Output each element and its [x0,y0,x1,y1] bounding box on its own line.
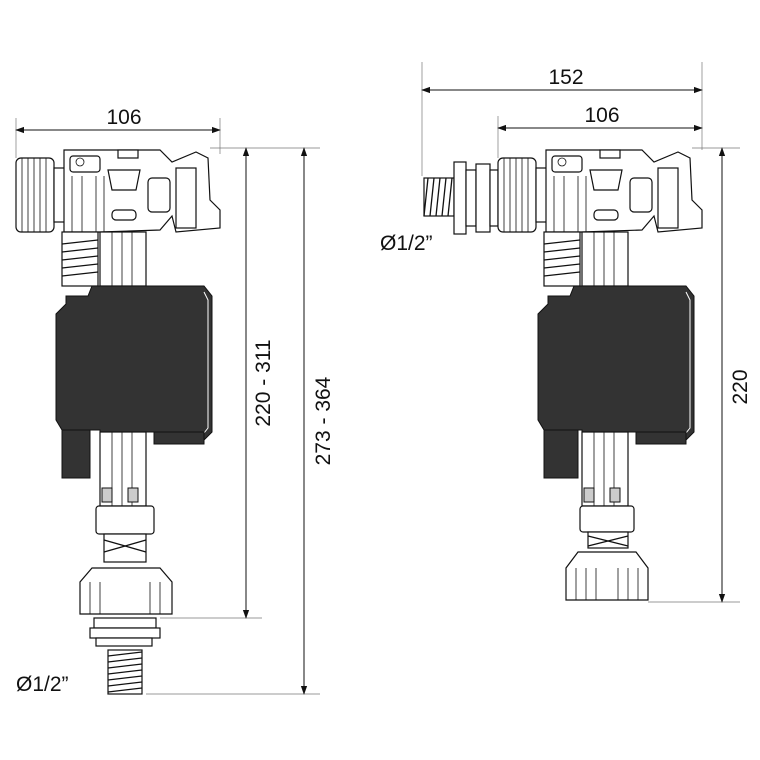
right-valve-lower-stem [565,431,649,601]
left-total-range-label: 273 - 364 [312,376,335,465]
left-valve-float [55,285,213,479]
left-width-label: 106 [106,106,141,129]
left-valve-head [15,149,221,233]
left-height-range-dimension [160,147,262,619]
right-valve-float [537,285,695,479]
right-thread-label: Ø1/2” [380,232,433,255]
left-height-range-label: 220 - 311 [252,339,275,426]
right-valve-head [497,149,703,233]
right-body-width-label: 106 [584,104,619,127]
right-height-dimension [648,147,740,603]
left-valve-upper-stem [61,231,147,287]
right-body-width-dimension [497,116,703,158]
left-thread-label: Ø1/2” [16,673,69,696]
left-valve-lower-stem [79,431,173,695]
right-fill-valve [423,149,703,601]
right-valve-side-inlet [423,161,499,235]
right-overall-width-label: 152 [548,66,583,89]
left-total-range-dimension [146,147,320,695]
right-overall-width-dimension [421,62,703,176]
left-fill-valve [15,149,221,695]
right-height-label: 220 [729,369,752,404]
right-valve-upper-stem [543,231,629,287]
